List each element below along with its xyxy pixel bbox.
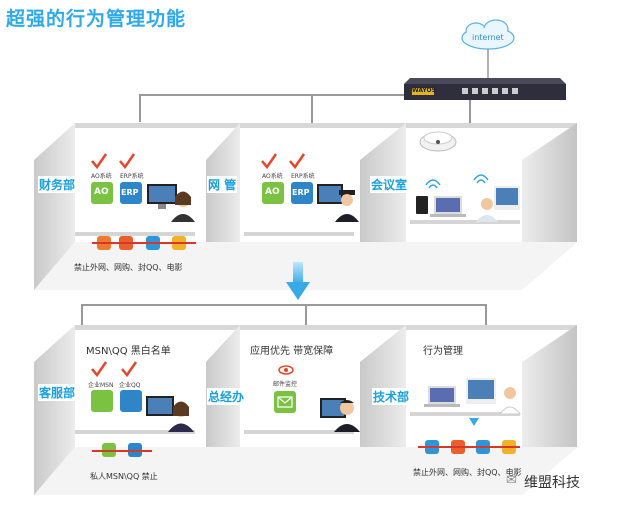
erp-app-icon xyxy=(120,182,142,204)
wechat-icon: ✉ xyxy=(506,473,517,488)
service-blocked-caption: 私人MSN\QQ 禁止 xyxy=(90,472,158,481)
wifi-icon xyxy=(425,174,489,189)
erp-app-icon xyxy=(291,182,313,204)
male-user-icon xyxy=(335,190,359,222)
small-down-arrow-icon xyxy=(469,418,479,426)
male-user-icon xyxy=(499,387,521,415)
netadmin-app-label-ao: AO系统 xyxy=(262,173,283,180)
email-app-icon xyxy=(274,391,296,413)
finance-app-label-erp: ERP系统 xyxy=(120,173,144,180)
monitor-icon xyxy=(466,378,496,404)
monitor-icon xyxy=(147,184,177,209)
router-brand: WAYOS xyxy=(412,87,436,94)
laptop-icon xyxy=(424,386,460,407)
internet-label: internet xyxy=(472,33,504,42)
ao-icon-text: AO xyxy=(94,187,109,197)
finance-check-marks xyxy=(91,153,136,170)
wireless-ap-icon xyxy=(419,131,457,152)
monitor-icon xyxy=(317,184,343,204)
ao-app-icon xyxy=(91,182,113,204)
down-arrow-icon xyxy=(286,262,310,300)
room-label-netadmin: 网 管 xyxy=(207,176,238,193)
monitor-icon xyxy=(146,396,174,416)
page-title: 超强的行为管理功能 xyxy=(6,8,187,30)
gm-office-header: 应用优先 带宽保障 xyxy=(250,346,334,357)
router-device-icon xyxy=(404,78,566,100)
room-label-meeting: 会议室 xyxy=(370,176,409,193)
enterprise-msn-icon xyxy=(91,390,113,412)
internet-cloud-icon xyxy=(461,19,515,50)
female-user-icon xyxy=(171,191,195,222)
female-user-headset-icon xyxy=(168,401,194,432)
bottom-floor-rooms xyxy=(34,325,577,495)
tech-blocked-caption: 禁止外网、网购、封QQ、电影 xyxy=(413,468,522,477)
monitor-icon xyxy=(494,186,520,210)
male-user-icon xyxy=(334,400,360,432)
top-floor-rooms xyxy=(34,123,577,290)
gm-app-label-email: 邮件监控 xyxy=(273,381,298,388)
ao-app-icon xyxy=(262,182,284,204)
netadmin-app-label-erp: ERP系统 xyxy=(291,173,315,180)
enterprise-qq-icon xyxy=(120,390,142,412)
erp-icon-text: ERP xyxy=(292,188,310,197)
service-app-label-msn: 企业MSN xyxy=(88,382,114,389)
service-header: MSN\QQ 黑白名单 xyxy=(86,346,171,357)
male-user-icon xyxy=(476,198,498,222)
tech-header: 行为管理 xyxy=(423,346,463,357)
service-app-label-qq: 企业QQ xyxy=(119,382,141,389)
ao-icon-text: AO xyxy=(265,187,280,197)
room-label-tech: 技术部 xyxy=(372,388,411,405)
erp-icon-text: ERP xyxy=(121,188,139,197)
finance-app-label-ao: AO系统 xyxy=(91,173,112,180)
netadmin-check-marks xyxy=(261,153,306,170)
bottom-network-lines xyxy=(81,304,487,328)
top-network-lines xyxy=(139,94,471,124)
tablet-icon xyxy=(416,196,428,214)
room-label-finance: 财务部 xyxy=(38,176,77,193)
watermark: 维盟科技 xyxy=(524,475,580,491)
eye-icon xyxy=(278,365,294,375)
room-label-gm-office: 总经办 xyxy=(207,388,246,405)
monitor-icon xyxy=(320,398,346,418)
room-label-service: 客服部 xyxy=(38,384,77,401)
service-check-marks xyxy=(91,361,138,378)
finance-blocked-caption: 禁止外网、网购、封QQ、电影 xyxy=(74,263,183,272)
laptop-icon xyxy=(430,196,466,217)
